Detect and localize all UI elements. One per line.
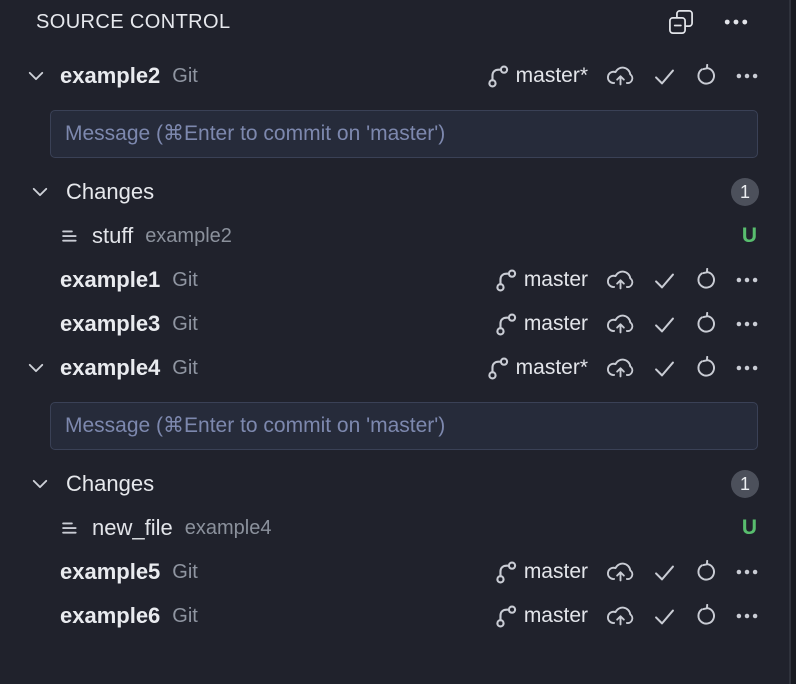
more-actions-icon[interactable] <box>735 604 759 628</box>
branch-name: master* <box>515 356 588 379</box>
checkout-branch-button[interactable]: master <box>493 267 588 293</box>
changes-label: Changes <box>66 471 155 496</box>
commit-check-icon[interactable] <box>652 312 677 337</box>
cloud-upload-icon[interactable] <box>605 601 635 631</box>
chevron-down-icon[interactable] <box>30 182 50 202</box>
chevron-down-icon[interactable] <box>26 358 48 378</box>
repo-row-example6[interactable]: example6 Git master <box>0 594 789 638</box>
changed-file-row[interactable]: stuff example2 U <box>0 214 789 258</box>
repo-name: example4 <box>60 355 161 380</box>
repo-name: example1 <box>60 267 161 292</box>
changes-section-header[interactable]: Changes 1 <box>0 462 789 506</box>
branch-name: master <box>523 560 588 583</box>
versions-icon[interactable] <box>667 8 695 36</box>
repo-actions: master <box>493 601 759 631</box>
file-name: new_file <box>92 515 173 540</box>
more-actions-icon[interactable] <box>735 560 759 584</box>
git-branch-icon <box>493 267 519 293</box>
repo-provider: Git <box>172 64 198 87</box>
repo-provider: Git <box>172 356 198 379</box>
changes-count-badge: 1 <box>731 178 759 206</box>
commit-check-icon[interactable] <box>652 356 677 381</box>
repo-name: example6 <box>60 603 161 628</box>
repo-provider: Git <box>172 312 198 335</box>
more-actions-icon[interactable] <box>723 9 749 35</box>
repo-name: example3 <box>60 311 161 336</box>
branch-name: master <box>523 268 588 291</box>
changes-section-header[interactable]: Changes 1 <box>0 170 789 214</box>
changes-count-badge: 1 <box>731 470 759 498</box>
branch-name: master* <box>515 64 588 87</box>
refresh-icon[interactable] <box>694 356 718 380</box>
commit-input-wrapper <box>50 402 758 450</box>
refresh-icon[interactable] <box>694 64 718 88</box>
more-actions-icon[interactable] <box>735 64 759 88</box>
git-branch-icon <box>485 355 511 381</box>
panel-header-actions <box>667 8 749 36</box>
checkout-branch-button[interactable]: master* <box>485 63 588 89</box>
file-lines-icon <box>60 226 80 246</box>
git-status-untracked: U <box>741 516 757 539</box>
git-branch-icon <box>493 603 519 629</box>
panel-title: SOURCE CONTROL <box>36 10 231 33</box>
repo-row-example3[interactable]: example3 Git master <box>0 302 789 346</box>
repo-actions: master <box>493 557 759 587</box>
cloud-upload-icon[interactable] <box>605 557 635 587</box>
checkout-branch-button[interactable]: master <box>493 559 588 585</box>
cloud-upload-icon[interactable] <box>605 353 635 383</box>
commit-check-icon[interactable] <box>652 560 677 585</box>
repo-row-example5[interactable]: example5 Git master <box>0 550 789 594</box>
checkout-branch-button[interactable]: master* <box>485 355 588 381</box>
git-branch-icon <box>485 63 511 89</box>
repo-name: example2 <box>60 63 161 88</box>
more-actions-icon[interactable] <box>735 268 759 292</box>
panel-header: SOURCE CONTROL <box>0 0 789 44</box>
checkout-branch-button[interactable]: master <box>493 311 588 337</box>
changed-file-row[interactable]: new_file example4 U <box>0 506 789 550</box>
repo-provider: Git <box>172 268 198 291</box>
commit-check-icon[interactable] <box>652 64 677 89</box>
more-actions-icon[interactable] <box>735 312 759 336</box>
cloud-upload-icon[interactable] <box>605 61 635 91</box>
git-branch-icon <box>493 559 519 585</box>
repo-row-example1[interactable]: example1 Git master <box>0 258 789 302</box>
repo-provider: Git <box>172 604 198 627</box>
changes-label: Changes <box>66 179 155 204</box>
git-status-untracked: U <box>741 224 757 247</box>
refresh-icon[interactable] <box>694 604 718 628</box>
branch-name: master <box>523 312 588 335</box>
repo-actions: master* <box>485 353 759 383</box>
refresh-icon[interactable] <box>694 560 718 584</box>
commit-input-wrapper <box>50 110 758 158</box>
commit-message-input[interactable] <box>50 110 758 158</box>
chevron-down-icon[interactable] <box>30 474 50 494</box>
file-name: stuff <box>92 223 134 248</box>
refresh-icon[interactable] <box>694 268 718 292</box>
file-lines-icon <box>60 518 80 538</box>
repo-actions: master <box>493 265 759 295</box>
commit-message-input[interactable] <box>50 402 758 450</box>
more-actions-icon[interactable] <box>735 356 759 380</box>
cloud-upload-icon[interactable] <box>605 309 635 339</box>
chevron-down-icon[interactable] <box>26 66 48 86</box>
cloud-upload-icon[interactable] <box>605 265 635 295</box>
repo-actions: master <box>493 309 759 339</box>
repo-actions: master* <box>485 61 759 91</box>
commit-check-icon[interactable] <box>652 604 677 629</box>
repo-row-example4[interactable]: example4 Git master* <box>0 346 789 390</box>
repo-row-example2[interactable]: example2 Git master* <box>0 54 789 98</box>
checkout-branch-button[interactable]: master <box>493 603 588 629</box>
file-location: example4 <box>184 516 272 539</box>
git-branch-icon <box>493 311 519 337</box>
repo-provider: Git <box>172 560 198 583</box>
refresh-icon[interactable] <box>694 312 718 336</box>
branch-name: master <box>523 604 588 627</box>
repo-name: example5 <box>60 559 161 584</box>
commit-check-icon[interactable] <box>652 268 677 293</box>
file-location: example2 <box>145 224 232 247</box>
